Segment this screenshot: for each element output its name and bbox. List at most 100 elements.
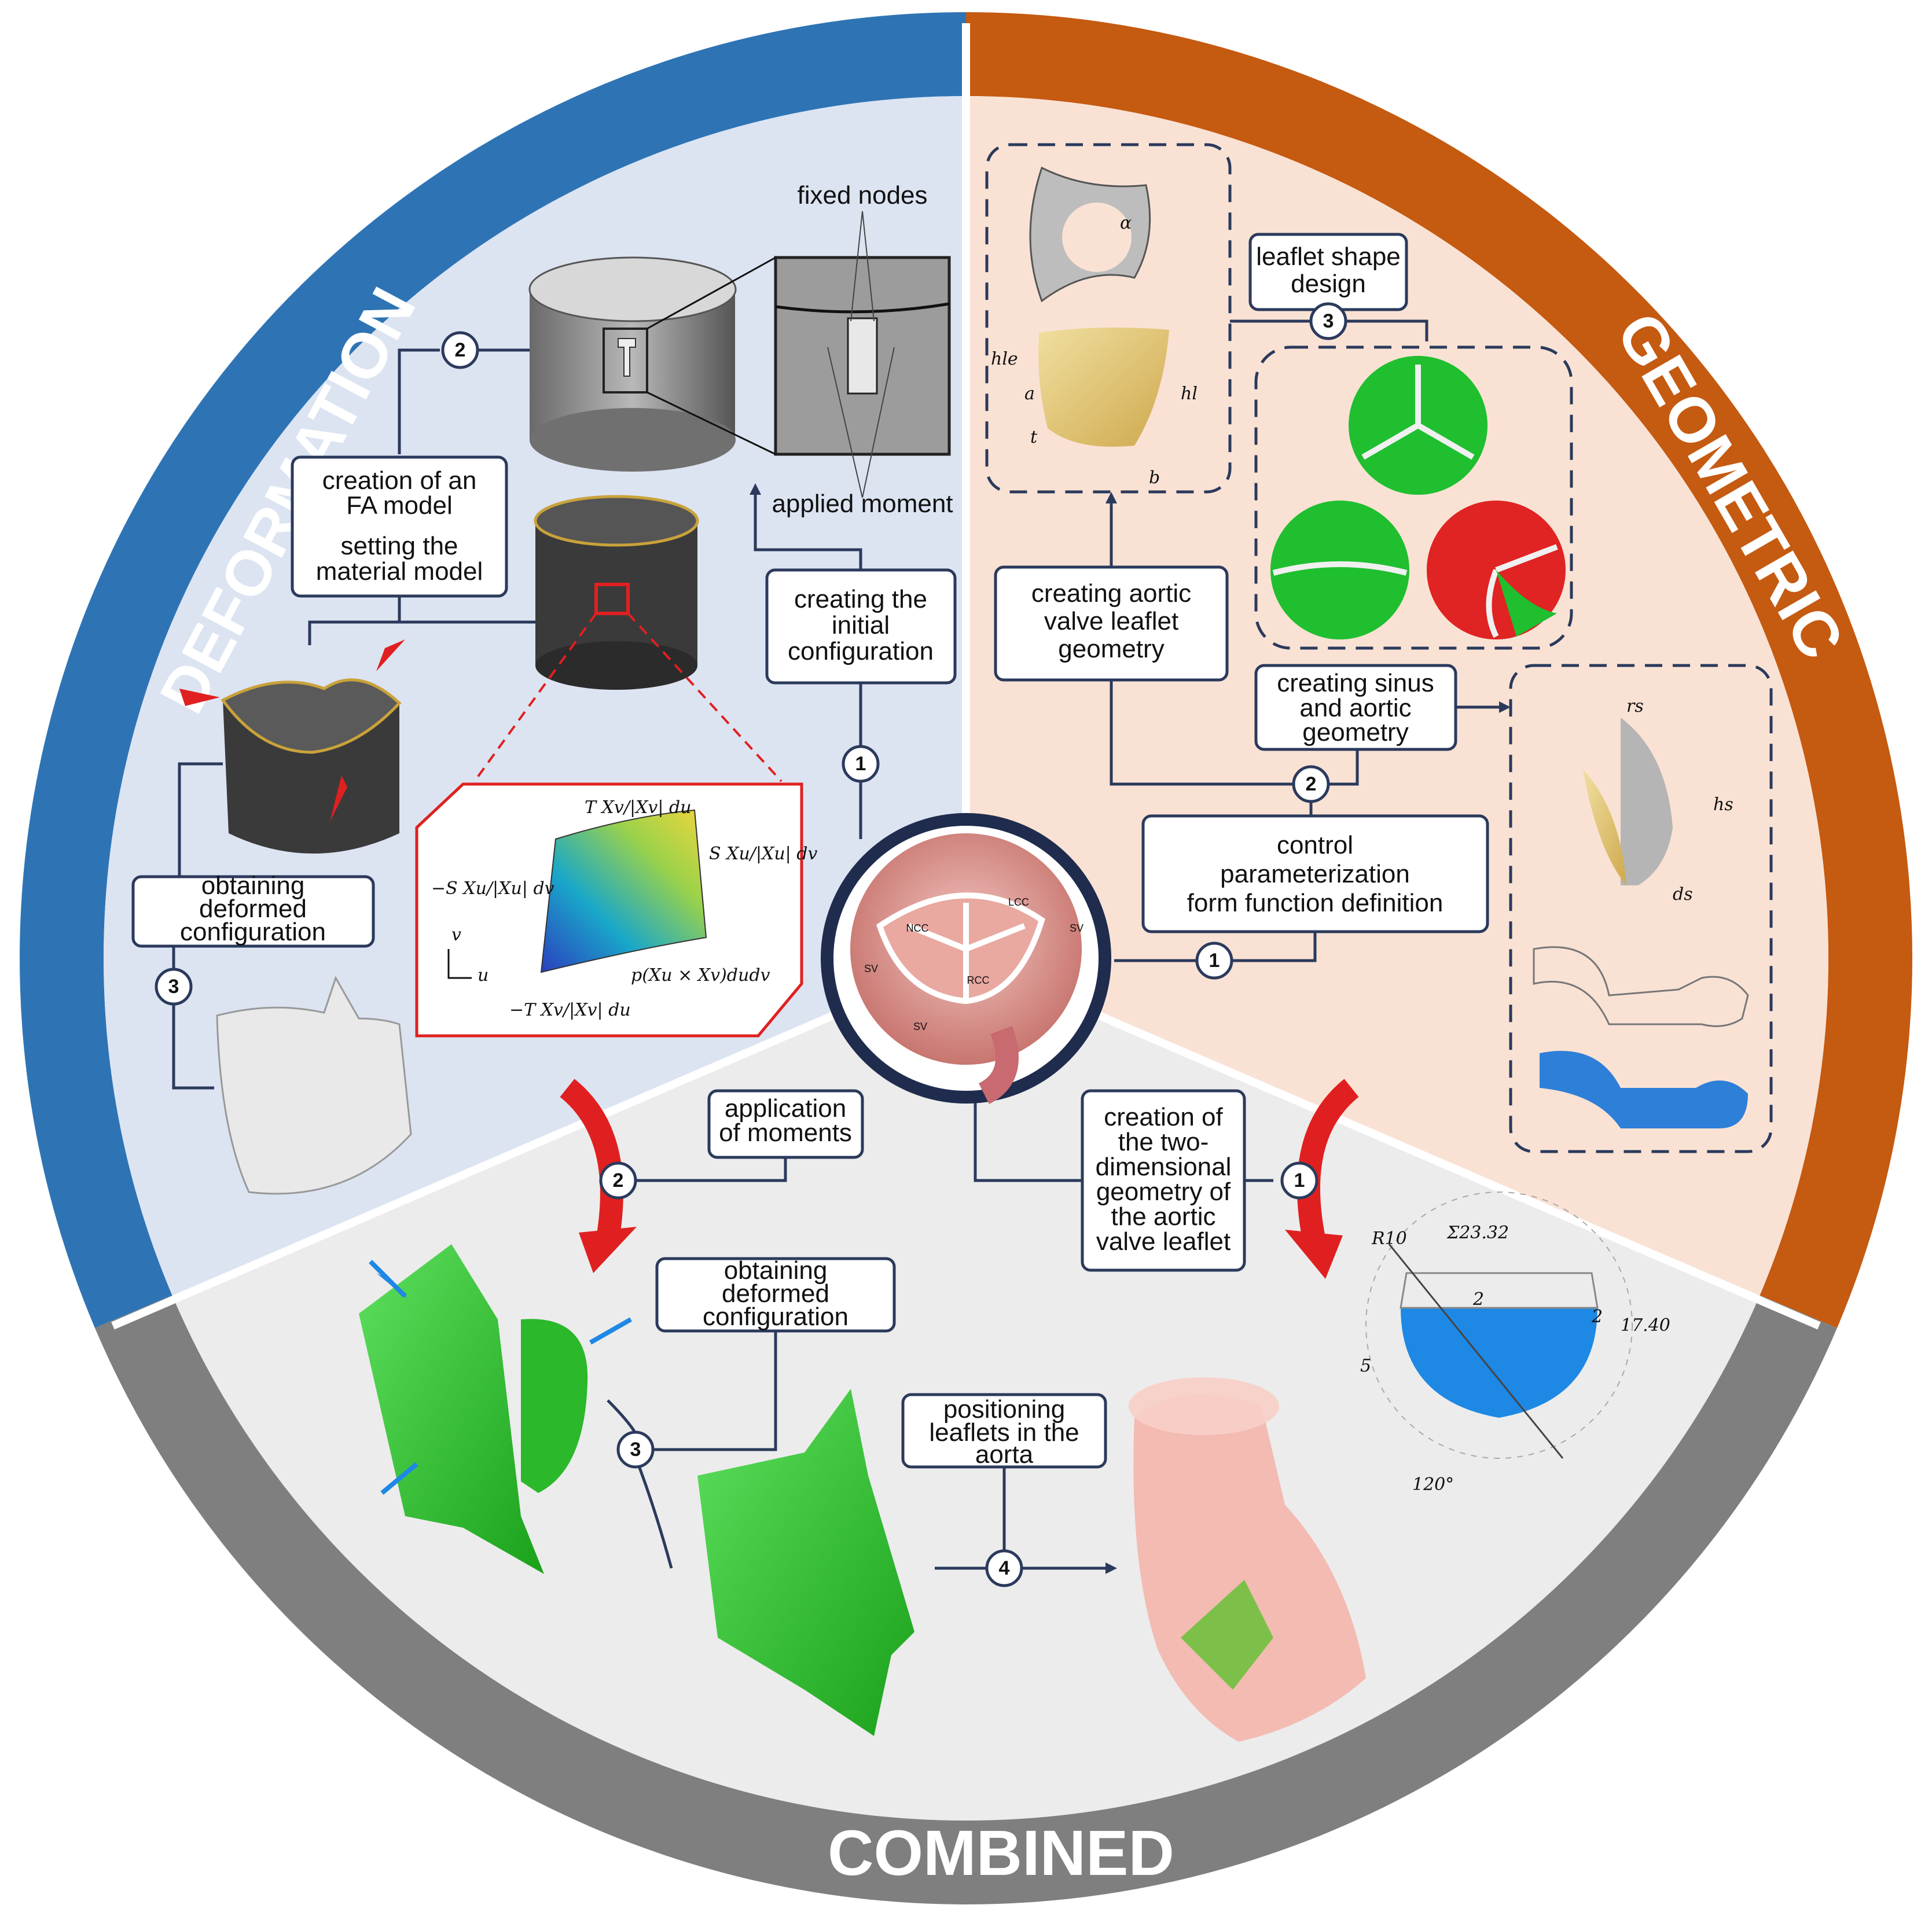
- svg-text:hle: hle: [991, 349, 1018, 369]
- svg-text:rs: rs: [1626, 696, 1644, 716]
- svg-text:−S Xu/|Xu| dv: −S Xu/|Xu| dv: [431, 878, 554, 899]
- creation-2d-box: [1081, 1089, 1246, 1272]
- svg-text:120°: 120°: [1412, 1474, 1454, 1495]
- svg-text:creating aortic: creating aortic: [1031, 579, 1191, 608]
- svg-text:aorta: aorta: [975, 1440, 1034, 1469]
- svg-text:geometry: geometry: [1058, 635, 1164, 663]
- step-2-marker: [441, 331, 479, 369]
- svg-text:2: 2: [455, 339, 466, 361]
- svg-text:initial: initial: [832, 611, 890, 639]
- zoom-detail-image: [647, 211, 951, 498]
- step-2-marker-geo: [1292, 765, 1330, 803]
- svg-text:design: design: [1291, 270, 1366, 298]
- svg-text:T Xv/|Xv| du: T Xv/|Xv| du: [585, 797, 692, 818]
- combined-content: application of moments 2 creation of the…: [359, 1079, 1670, 1742]
- svg-text:application: application: [725, 1094, 846, 1123]
- svg-text:2: 2: [1472, 1289, 1484, 1310]
- svg-text:3: 3: [1323, 310, 1334, 332]
- red-arrow-right: [1296, 1079, 1359, 1241]
- svg-text:1: 1: [855, 753, 866, 775]
- step-3-marker-def: [155, 968, 193, 1006]
- svg-text:FA model: FA model: [346, 491, 452, 520]
- svg-text:v: v: [451, 925, 461, 945]
- svg-text:b: b: [1149, 468, 1160, 488]
- svg-text:valve leaflet: valve leaflet: [1044, 607, 1178, 635]
- svg-text:creating the: creating the: [794, 585, 927, 613]
- svg-text:geometry of: geometry of: [1096, 1178, 1231, 1206]
- sinus-geometry-image: rs hs ds: [1533, 696, 1749, 1128]
- step-1-marker-geo: [1195, 942, 1233, 980]
- svg-text:u: u: [478, 965, 488, 985]
- svg-text:creation of an: creation of an: [322, 466, 477, 495]
- mesh-cylinder-image: [534, 495, 699, 690]
- svg-text:α: α: [1120, 213, 1132, 233]
- svg-text:2: 2: [613, 1170, 624, 1191]
- svg-text:configuration: configuration: [180, 918, 326, 946]
- svg-text:creating sinus: creating sinus: [1277, 669, 1434, 697]
- svg-text:dimensional: dimensional: [1096, 1153, 1232, 1181]
- svg-text:hs: hs: [1713, 795, 1733, 815]
- red-arrow-left: [560, 1079, 623, 1241]
- svg-text:control: control: [1277, 831, 1353, 859]
- leaflet-geometry-image: α hle a hl t b: [991, 166, 1198, 488]
- geometric-content: α hle a hl t b leaflet shape design 3: [985, 143, 1773, 1153]
- svg-text:leaflet shape: leaflet shape: [1256, 242, 1401, 271]
- red-valve-right: [1427, 501, 1566, 639]
- svg-text:SV: SV: [864, 963, 878, 974]
- svg-text:Σ23.32: Σ23.32: [1446, 1223, 1509, 1243]
- svg-text:17.40: 17.40: [1621, 1315, 1670, 1336]
- svg-text:configuration: configuration: [703, 1303, 849, 1331]
- svg-text:valve leaflet: valve leaflet: [1096, 1227, 1231, 1256]
- svg-text:material model: material model: [316, 557, 483, 586]
- svg-text:leaflets in the: leaflets in the: [929, 1418, 1079, 1447]
- obtaining-deformed-box-1: [131, 875, 375, 948]
- svg-text:positioning: positioning: [943, 1395, 1065, 1424]
- step-1-marker-def: [842, 745, 880, 783]
- svg-text:3: 3: [630, 1439, 641, 1461]
- svg-text:setting the: setting the: [340, 532, 458, 560]
- svg-text:SV: SV: [1070, 922, 1083, 934]
- svg-text:4: 4: [999, 1557, 1010, 1579]
- applied-moment-label: applied moment: [772, 490, 953, 518]
- deformation-content: fixed nodes applied moment 2 cre: [131, 181, 957, 1195]
- green-leaflet-initial: [359, 1244, 632, 1574]
- svg-text:parameterization: parameterization: [1220, 860, 1410, 888]
- step-3-marker-geo: [1309, 302, 1347, 340]
- green-valve-top: [1349, 356, 1487, 495]
- svg-text:the aortic: the aortic: [1111, 1202, 1216, 1231]
- svg-text:configuration: configuration: [788, 637, 934, 665]
- svg-text:deformed: deformed: [199, 895, 307, 923]
- step-1-marker-com: [1280, 1161, 1318, 1200]
- step-2-marker-com: [599, 1161, 637, 1200]
- svg-text:NCC: NCC: [906, 922, 929, 934]
- svg-text:form function definition: form function definition: [1187, 889, 1444, 917]
- svg-text:1: 1: [1209, 950, 1220, 972]
- svg-text:S Xu/|Xu| dv: S Xu/|Xu| dv: [709, 844, 818, 864]
- surface-element-inset: T Xv/|Xv| du −S Xu/|Xu| dv S Xu/|Xu| dv …: [415, 782, 818, 1038]
- svg-text:1: 1: [1294, 1170, 1305, 1191]
- aorta-with-leaflets: [1129, 1377, 1366, 1742]
- center-aortic-valve: NCC LCC RCC SV SV SV: [821, 813, 1111, 1104]
- svg-text:LCC: LCC: [1008, 896, 1029, 908]
- svg-text:t: t: [1030, 427, 1038, 447]
- step-4-marker: [985, 1549, 1023, 1587]
- svg-text:SV: SV: [913, 1021, 927, 1032]
- svg-text:obtaining: obtaining: [724, 1256, 828, 1285]
- svg-text:2: 2: [1306, 773, 1317, 795]
- svg-text:of moments: of moments: [719, 1119, 852, 1147]
- svg-text:geometry: geometry: [1302, 718, 1408, 746]
- combined-ring: [94, 1295, 1838, 1904]
- green-valve-left: [1270, 501, 1409, 639]
- step-3-marker-com: [616, 1430, 655, 1469]
- white-leaflet-image: [216, 976, 412, 1195]
- combined-title: COMBINED: [828, 1818, 1174, 1889]
- svg-text:3: 3: [168, 976, 179, 998]
- svg-text:hl: hl: [1181, 384, 1198, 404]
- svg-text:the two-: the two-: [1118, 1128, 1209, 1156]
- svg-text:2: 2: [1591, 1307, 1603, 1327]
- svg-text:deformed: deformed: [722, 1279, 829, 1308]
- deformation-ring: [19, 12, 966, 1328]
- svg-text:5: 5: [1360, 1356, 1371, 1376]
- svg-text:−T Xv/|Xv| du: −T Xv/|Xv| du: [509, 1000, 631, 1020]
